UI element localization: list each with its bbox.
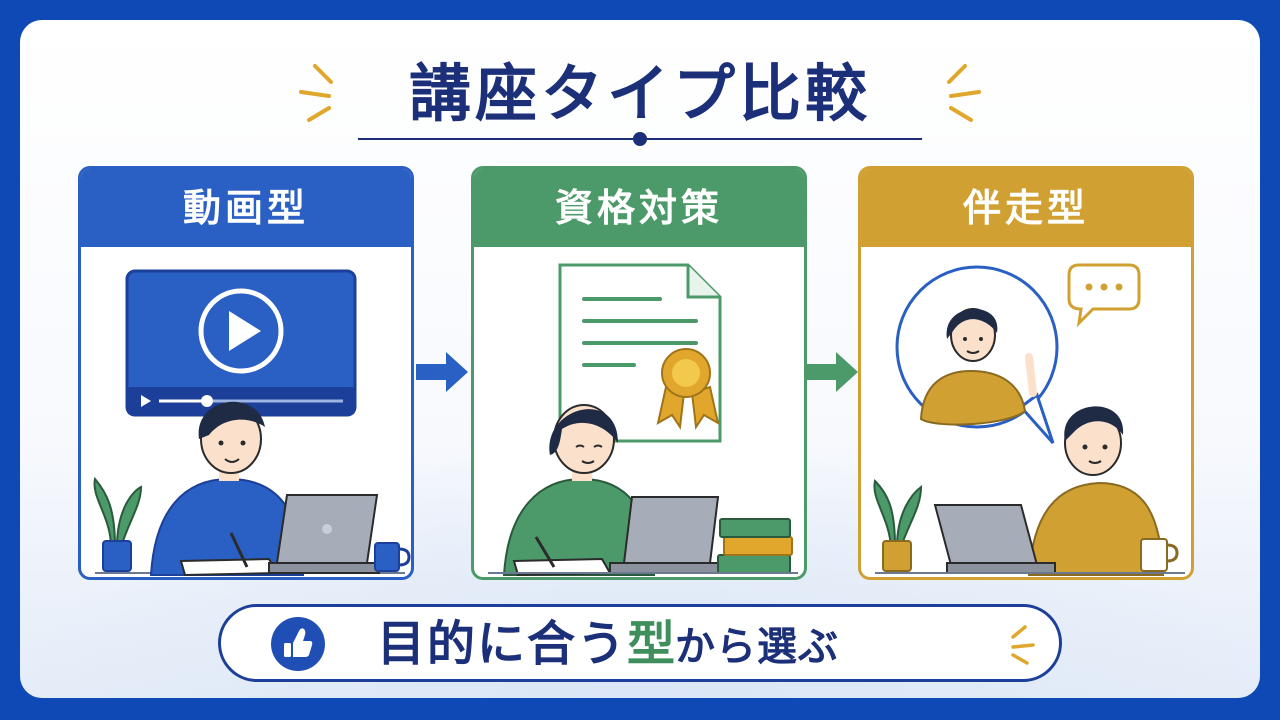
conclusion-text-part2: 型 bbox=[627, 616, 676, 672]
conclusion-text-part1: 目的に合う bbox=[377, 616, 628, 672]
page-title: 講座タイプ比較 bbox=[408, 57, 871, 130]
mentoring-illustration bbox=[873, 263, 1185, 576]
card-video-header: 動画型 bbox=[81, 169, 411, 247]
arrow-right-icon bbox=[806, 352, 858, 392]
card-certification: 資格対策 bbox=[471, 166, 807, 580]
card-mentoring: 伴走型 bbox=[858, 166, 1194, 580]
main-panel: 講座タイプ比較 動画型 bbox=[20, 20, 1260, 698]
conclusion-text: 目的に合う型から選ぶ bbox=[377, 607, 839, 679]
card-video: 動画型 bbox=[78, 166, 414, 580]
sparkle-right-icon bbox=[947, 64, 981, 122]
sparkle-icon bbox=[1011, 625, 1035, 665]
certification-illustration bbox=[488, 263, 798, 577]
arrow-right-icon bbox=[416, 352, 468, 392]
thumbs-up-icon bbox=[271, 617, 325, 671]
title-dot bbox=[633, 132, 647, 146]
conclusion-text-part3: から選ぶ bbox=[675, 624, 840, 670]
card-mentoring-header: 伴走型 bbox=[861, 169, 1191, 247]
card-certification-header: 資格対策 bbox=[474, 169, 804, 247]
conclusion-banner: 目的に合う型から選ぶ bbox=[218, 604, 1062, 682]
video-learning-illustration bbox=[93, 269, 411, 577]
sparkle-left-icon bbox=[299, 64, 333, 122]
